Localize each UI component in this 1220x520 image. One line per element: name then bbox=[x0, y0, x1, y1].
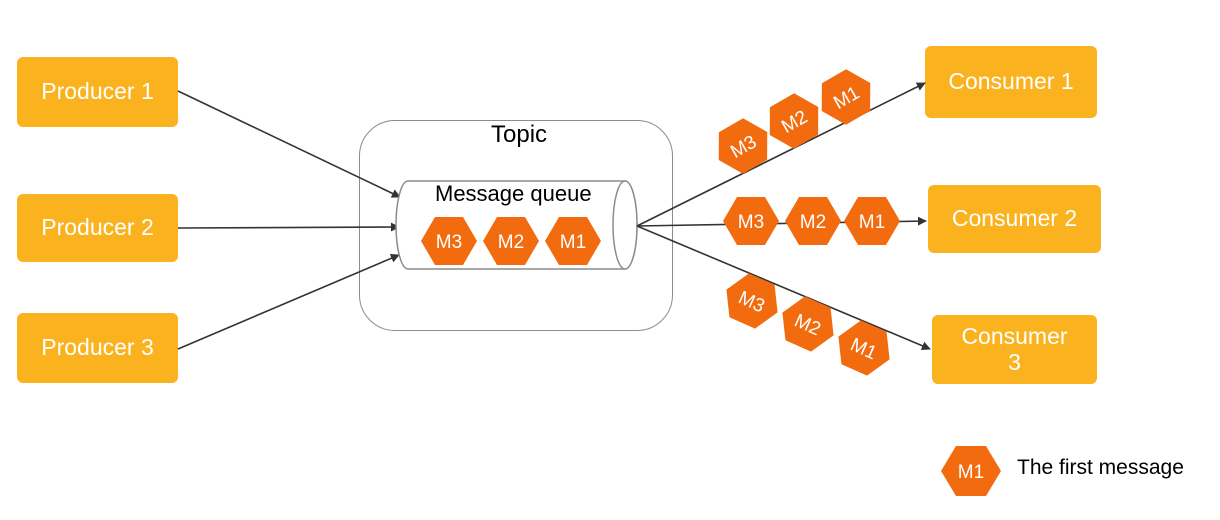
queue-message-m2: M2 bbox=[483, 217, 539, 265]
consumer-1-message-m2: M2 bbox=[769, 93, 819, 149]
consumer-1-message-m1: M1 bbox=[821, 69, 871, 125]
producer-1-arrow bbox=[177, 90, 401, 198]
consumer-1-message-m3: M3 bbox=[718, 118, 768, 174]
legend-icon-label: M1 bbox=[958, 462, 984, 483]
legend-message-icon: M1 bbox=[941, 446, 1001, 496]
consumer-1-arrow bbox=[636, 82, 926, 227]
consumer-1-box: Consumer 1 bbox=[925, 46, 1097, 118]
consumer-2-box: Consumer 2 bbox=[928, 185, 1101, 253]
consumer-3-arrow bbox=[636, 225, 931, 351]
message-label: M1 bbox=[560, 232, 586, 253]
consumer-3-box: Consumer 3 bbox=[932, 315, 1097, 384]
producer-3-arrow bbox=[177, 254, 400, 350]
consumer-3-message-m3: M3 bbox=[726, 273, 778, 329]
producer-2-arrow bbox=[177, 222, 400, 232]
message-label: M3 bbox=[436, 232, 462, 253]
consumer-2-message-m2: M2 bbox=[785, 197, 841, 245]
consumer-3-label: Consumer 3 bbox=[961, 322, 1068, 375]
consumer-3-message-m2: M2 bbox=[782, 296, 834, 352]
queue-message-m3: M3 bbox=[421, 217, 477, 265]
message-label: M2 bbox=[498, 232, 524, 253]
consumer-2-message-m1: M1 bbox=[844, 197, 900, 245]
message-queue-label: Message queue bbox=[435, 181, 592, 206]
message-label: M2 bbox=[800, 212, 826, 233]
producer-3-box: Producer 3 bbox=[17, 313, 178, 383]
topic-label: Topic bbox=[491, 121, 548, 148]
consumer-2-message-m3: M3 bbox=[723, 197, 779, 245]
message-label: M3 bbox=[738, 212, 764, 233]
consumer-3-message-m1: M1 bbox=[838, 320, 890, 376]
queue-message-m1: M1 bbox=[545, 217, 601, 265]
producer-1-box: Producer 1 bbox=[17, 57, 178, 127]
legend-text: The first message bbox=[1017, 456, 1184, 479]
producer-2-box: Producer 2 bbox=[17, 194, 178, 262]
message-label: M1 bbox=[859, 212, 885, 233]
